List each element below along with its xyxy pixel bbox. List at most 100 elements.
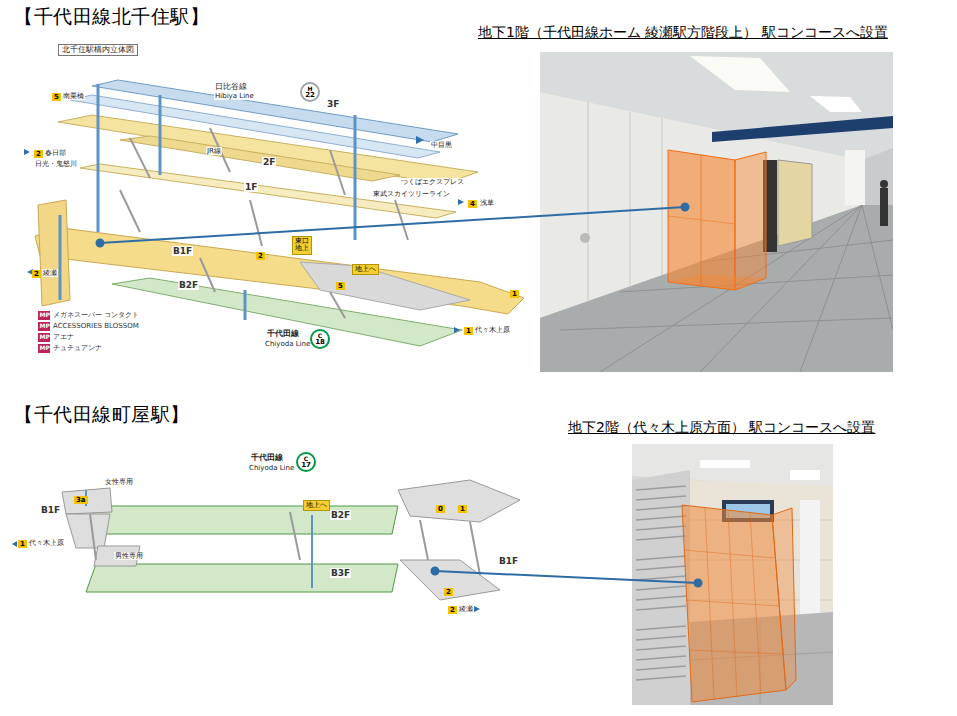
- stairs: [90, 512, 480, 575]
- concourse-photo: [636, 566, 686, 570]
- floor-b3f: [86, 564, 398, 592]
- concourse-photo: [620, 275, 893, 292]
- exit-number: 1: [458, 505, 467, 513]
- exit-number: 4: [468, 200, 477, 208]
- concourse-photo: [750, 513, 761, 694]
- floor-b2f: [112, 278, 462, 346]
- leader-line: [97, 240, 104, 247]
- exit-number: 5: [336, 282, 345, 290]
- pillar: [354, 115, 357, 240]
- exit-number: 2: [256, 252, 265, 260]
- node-text: 22: [305, 92, 315, 99]
- concourse-photo: [705, 508, 714, 699]
- concourse-photo: [636, 606, 686, 610]
- concourse-photo: [880, 188, 888, 226]
- leader-line: [97, 204, 702, 587]
- pillar: [159, 95, 162, 175]
- exit-sign-box: 地上へ: [352, 264, 379, 275]
- exit-sign-box: 東口地上: [292, 236, 312, 255]
- exit-number: 2: [32, 270, 41, 278]
- concourse-photo: [636, 516, 686, 520]
- exit-number: 1: [510, 290, 519, 298]
- concourse-photo: [662, 118, 663, 275]
- exit-number: 2: [444, 588, 453, 596]
- stairs: [470, 522, 480, 575]
- floor-label: B3F: [330, 568, 351, 578]
- concourse-photo: [630, 112, 631, 285]
- legend-row: メガネスーパー コンタクト: [38, 310, 139, 320]
- floor-label: B2F: [330, 510, 351, 520]
- leader-line: [100, 207, 685, 243]
- concourse-photo: [636, 666, 686, 670]
- station-number-badge: C18: [310, 329, 330, 349]
- floor-b2f: [86, 506, 398, 534]
- place-label: 代々木上原: [474, 326, 511, 334]
- concourse: [400, 560, 500, 600]
- place-label: 春日部: [44, 149, 67, 157]
- legend-text: メガネスーパー コンタクト: [53, 312, 139, 319]
- concourse: [66, 514, 110, 548]
- floor-1f: [80, 164, 456, 218]
- direction-arrow: [416, 136, 424, 144]
- map-title-box: 北千住駅構内立体図: [58, 44, 138, 56]
- place-label: 千代田線: [266, 329, 300, 338]
- node-text: 18: [315, 339, 325, 346]
- direction-arrow: [24, 149, 30, 155]
- concourse-photo: [636, 486, 686, 490]
- node-text: 地上へ: [355, 266, 376, 273]
- stairs: [120, 190, 140, 232]
- legend-row: ACCESSORIES BLOSSOM: [38, 321, 139, 331]
- leader-line: [435, 571, 698, 583]
- direction-arrow: [12, 541, 480, 612]
- concourse-photo: [636, 676, 686, 680]
- concourse-photo: [800, 500, 820, 615]
- stairs: [330, 292, 345, 318]
- place-label: 男性専用: [114, 552, 144, 560]
- concourse-photo: [735, 152, 766, 290]
- floor-b1f: [300, 262, 470, 310]
- place-label: JR線: [206, 147, 222, 155]
- floor-b2f: [86, 506, 398, 534]
- concourse-photo: [636, 506, 686, 510]
- exit-number: 0: [436, 505, 445, 513]
- pillar: [244, 290, 247, 320]
- exit-number: 5: [52, 93, 61, 101]
- concourse-photo: [588, 102, 589, 300]
- stairs: [120, 128, 408, 318]
- legend-text: ACCESSORIES BLOSSOM: [53, 323, 139, 330]
- pillar: [97, 84, 100, 232]
- stairs: [395, 200, 408, 240]
- concourse-photo: [790, 470, 820, 480]
- floor-label: B1F: [498, 556, 519, 566]
- concourse: [398, 480, 520, 522]
- concourse-photo: [700, 460, 750, 468]
- stairs: [90, 514, 96, 560]
- concourse-photo: [580, 233, 590, 243]
- node-text: 地上: [295, 245, 309, 252]
- concourse-photo: [636, 536, 686, 540]
- concourse: [62, 488, 112, 514]
- place-label: 女性専用: [104, 478, 134, 486]
- place-label: 中目黒: [430, 141, 453, 149]
- concourse-photo: [636, 626, 686, 630]
- place-label: 千代田線: [250, 453, 284, 462]
- pillar: [311, 515, 313, 588]
- place-label: Hibiya Line: [214, 92, 255, 100]
- place-label: 綾瀬: [42, 269, 58, 277]
- concourse-photo: [632, 470, 690, 705]
- concourse-photo: [772, 508, 796, 690]
- exit-number: 3a: [74, 496, 88, 504]
- place-label: 日光・鬼怒川: [34, 160, 78, 168]
- shop-icon-text: MP: [40, 334, 50, 340]
- section-heading: 【千代田線町屋駅】: [14, 404, 190, 426]
- node-text: 17: [301, 462, 311, 469]
- legend-text: アエナ: [53, 334, 74, 341]
- floor-1f: [80, 164, 456, 218]
- exit-number: 1: [464, 327, 473, 335]
- legend-text: チュチュアンナ: [53, 345, 102, 352]
- floor-b1f: [38, 200, 70, 306]
- concourse-photo: [636, 576, 686, 580]
